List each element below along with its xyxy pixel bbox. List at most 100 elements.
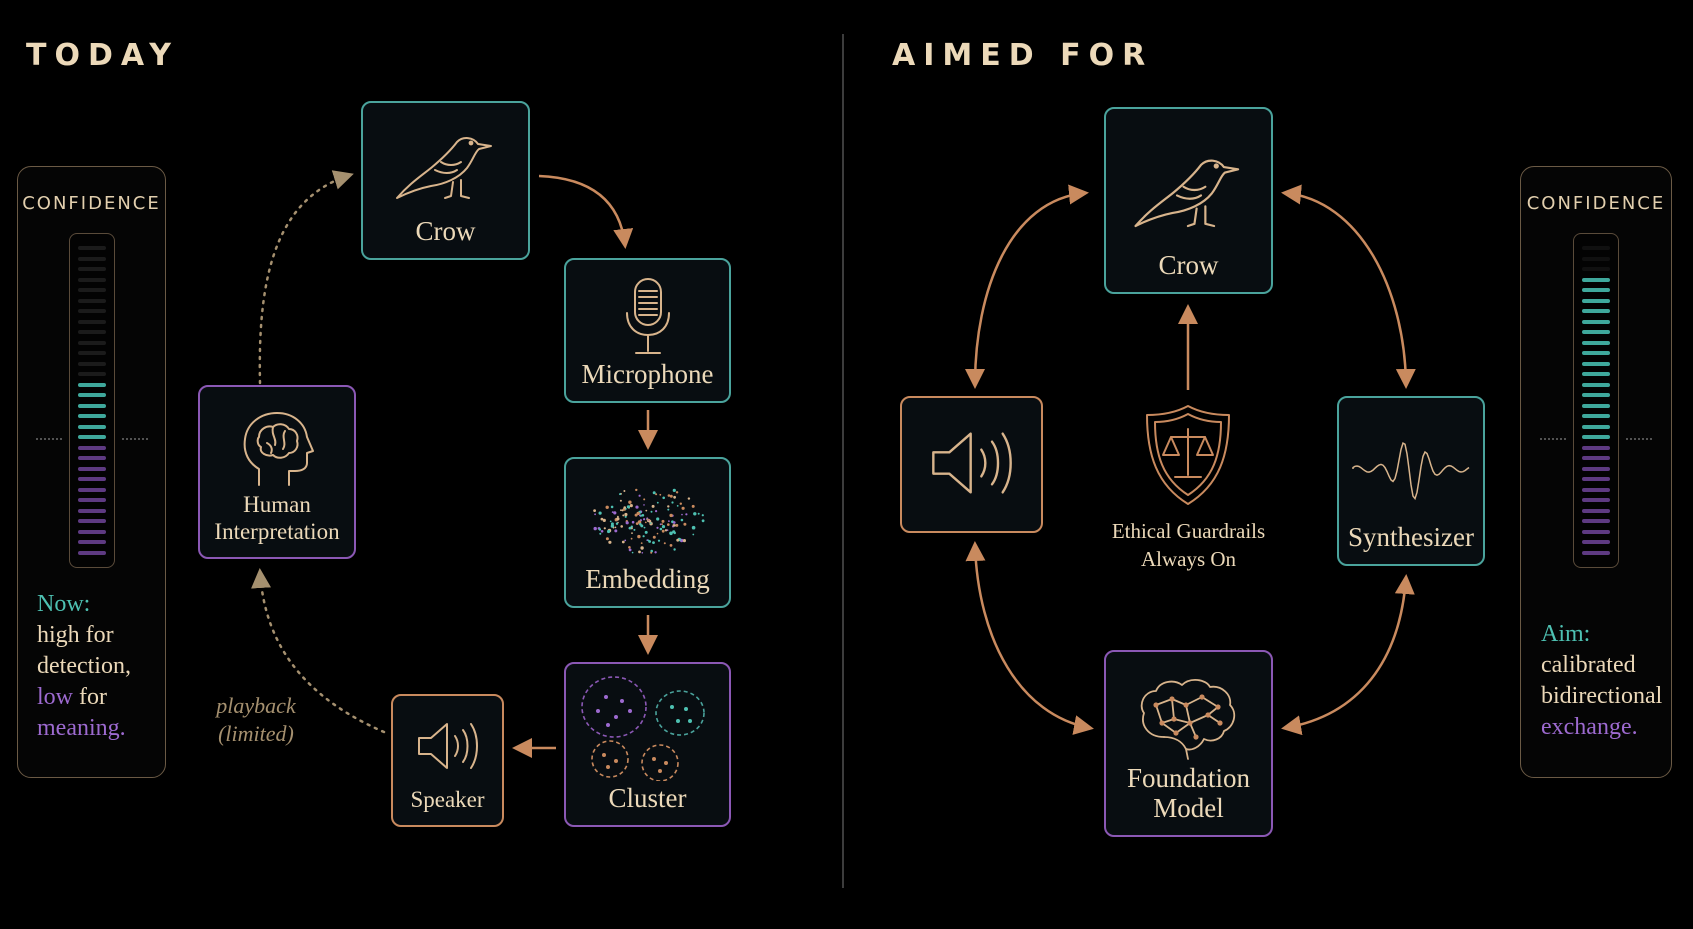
embedding-dot: [628, 548, 631, 552]
embedding-dot: [652, 535, 656, 539]
embedding-dot: [642, 535, 645, 538]
embedding-dot: [651, 541, 655, 544]
embedding-dot: [622, 490, 625, 492]
gauge-segment: [1582, 550, 1610, 555]
embedding-dot: [637, 550, 641, 554]
waveform-path: [1352, 442, 1470, 501]
gauge-segment: [78, 372, 106, 376]
gauge-marker: [36, 438, 148, 440]
gauge-segment: [78, 424, 106, 429]
gauge-segment: [1582, 508, 1610, 513]
embedding-dot: [630, 532, 633, 534]
caption-line: detection,: [37, 653, 131, 679]
embedding-dot: [634, 488, 637, 492]
gauge-segment: [1582, 330, 1610, 334]
embedding-dot: [638, 494, 641, 497]
gauge-segment: [78, 246, 106, 250]
embedding-dot: [651, 504, 655, 508]
arrow-crow-synthesizer-bidirectional: [1281, 184, 1416, 389]
node-label: Human Interpretation: [214, 491, 339, 557]
embedding-dot: [669, 544, 672, 547]
gauge-segment: [78, 319, 106, 324]
speaker-icon: [417, 723, 478, 769]
embedding-dot: [691, 533, 694, 536]
embedding-dot: [614, 526, 616, 529]
node-label: Crow: [1158, 250, 1219, 280]
embedding-dot: [639, 546, 644, 550]
embedding-dot: [672, 548, 676, 551]
today-heading: TODAY: [26, 38, 179, 73]
embedding-dot: [653, 551, 657, 554]
gauge-segment: [78, 256, 106, 261]
embedding-dot: [672, 495, 676, 499]
label-line: Interpretation: [214, 519, 340, 544]
gauge-segment: [1582, 393, 1610, 397]
speaker-icon: [931, 432, 1012, 494]
embedding-dot: [612, 511, 616, 515]
embedding-dot: [663, 542, 666, 545]
embedding-dot: [641, 552, 643, 554]
embedding-dot: [628, 526, 631, 530]
embedding-dot: [646, 518, 648, 521]
label-line: Human: [243, 492, 311, 517]
gauge-segment: [78, 393, 106, 397]
embedding-dot: [598, 532, 601, 535]
embedding-dot: [697, 512, 700, 515]
gauge-segment: [78, 445, 106, 450]
ethics-line: Always On: [1140, 547, 1237, 571]
embedding-dot: [593, 513, 596, 516]
gauge-segment: [1582, 340, 1610, 345]
embedding-dot: [592, 509, 596, 512]
embedding-dot: [642, 518, 645, 521]
embedding-dot: [621, 514, 624, 517]
gauge-segment: [1582, 382, 1610, 387]
caption-line: Now:: [37, 591, 91, 617]
embedding-dot: [668, 531, 673, 536]
embedding-dot: [701, 514, 704, 517]
embedding-dot: [672, 524, 675, 527]
gauge-segment: [1582, 403, 1610, 408]
embedding-dot: [672, 521, 676, 524]
gauge-segment: [1582, 267, 1610, 271]
embedding-dot: [641, 514, 644, 517]
gauge-segment: [1582, 498, 1610, 502]
gauge-segment: [1582, 288, 1610, 292]
embedding-dot: [610, 505, 613, 509]
label-line: Foundation: [1126, 763, 1250, 793]
embedding-dot: [598, 528, 601, 531]
gauge-segment: [78, 529, 106, 534]
embedding-dot: [640, 542, 643, 544]
caption-line: high for: [37, 622, 114, 648]
embedding-dot: [642, 498, 645, 501]
embedding-dot: [666, 523, 670, 526]
embedding-dot: [649, 551, 652, 554]
arrow-synthesizer-foundation-bidirectional: [1281, 574, 1415, 736]
section-divider: [842, 34, 844, 888]
embedding-dot: [593, 526, 597, 531]
gauge-segment: [1582, 351, 1610, 355]
embedding-dot: [600, 517, 603, 521]
embedding-dot: [605, 505, 609, 509]
embedding-dot: [607, 540, 611, 544]
embedding-dot: [621, 540, 625, 544]
caption-line: meaning.: [37, 715, 126, 741]
embedding-dot: [634, 505, 639, 509]
gauge-segment: [78, 540, 106, 544]
embedding-dot: [613, 529, 617, 533]
embedding-dot: [642, 504, 645, 506]
gauge-segment: [78, 550, 106, 555]
gauge-segment: [1582, 319, 1610, 324]
embedding-dot: [632, 528, 635, 531]
embedding-dot: [635, 522, 639, 525]
embedding-dot: [625, 521, 629, 525]
embedding-dot: [669, 494, 673, 498]
embedding-dot: [684, 513, 687, 516]
node-synthesizer: Synthesizer: [1337, 396, 1485, 566]
embedding-dot: [619, 525, 623, 528]
embedding-dot: [691, 525, 695, 530]
embedding-dot: [666, 508, 669, 511]
arrow-crow-to-microphone: [538, 174, 634, 249]
node-label: Embedding: [585, 564, 710, 594]
gauge-segment: [78, 435, 106, 439]
